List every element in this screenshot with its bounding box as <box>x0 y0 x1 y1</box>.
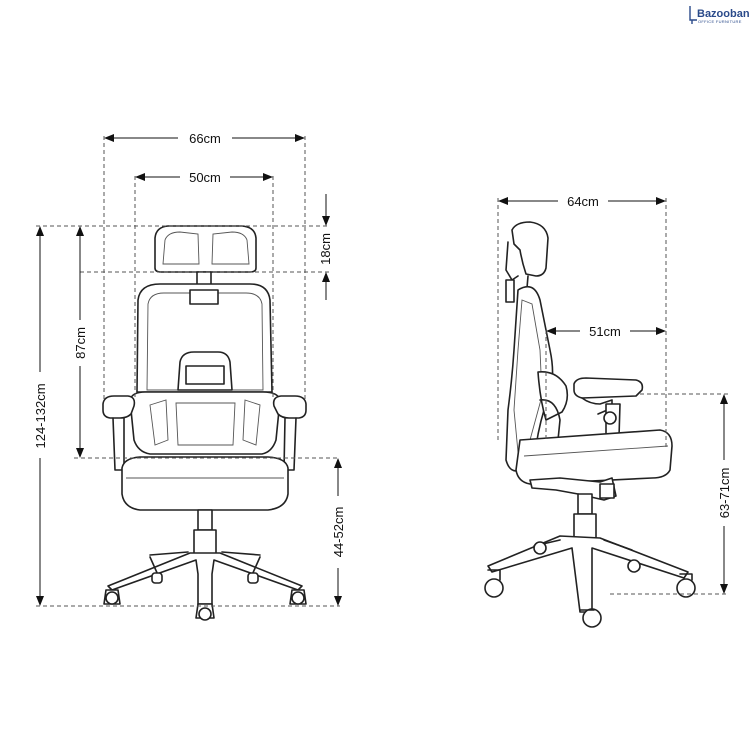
seat-width-label: 50cm <box>189 170 221 185</box>
dim-overall-width: 66cm <box>104 128 305 146</box>
front-backrest <box>136 283 273 393</box>
side-lumbar <box>537 370 569 421</box>
front-backrest-clip <box>189 289 219 305</box>
dim-total-height: 124-132cm <box>31 226 49 606</box>
side-caster-left <box>484 569 504 598</box>
front-seat <box>121 456 289 511</box>
front-caster-center <box>195 603 215 621</box>
side-gas-lift-upper <box>577 493 593 515</box>
side-backrest <box>505 285 554 472</box>
front-caster-back-right <box>247 572 259 584</box>
front-armrest-left <box>102 395 136 419</box>
side-caster-back-left <box>533 541 547 555</box>
side-headrest-post <box>505 279 515 303</box>
headrest-adjust-label: 18cm <box>318 233 333 265</box>
front-base <box>107 552 303 605</box>
front-caster-right <box>289 589 307 605</box>
side-armrest <box>573 377 644 399</box>
overall-depth-label: 64cm <box>567 194 599 209</box>
front-chair-drawing <box>102 225 307 621</box>
dim-headrest-adjust: 18cm <box>318 194 333 300</box>
side-base <box>487 535 689 613</box>
brand-logo: Bazooband OFFICE FURNITURE <box>689 6 750 24</box>
armrest-height-label: 63-71cm <box>717 468 732 519</box>
front-headrest <box>154 225 257 273</box>
side-caster-back-right <box>627 559 641 573</box>
side-headrest <box>511 221 549 277</box>
front-guide-lines <box>36 136 340 607</box>
brand-chair-icon <box>689 6 697 24</box>
front-caster-back-left <box>151 572 163 584</box>
side-tension-knob <box>599 483 615 499</box>
front-gas-lift-upper <box>197 509 213 531</box>
side-caster-center <box>579 608 602 628</box>
side-seat <box>515 429 673 485</box>
dim-seat-depth: 51cm <box>546 322 666 340</box>
side-guide-lines <box>497 198 728 595</box>
overall-width-label: 66cm <box>189 131 221 146</box>
front-armrest-right <box>272 395 307 419</box>
dim-seat-height: 44-52cm <box>329 458 347 606</box>
total-height-label: 124-132cm <box>33 383 48 448</box>
side-caster-right <box>676 573 696 598</box>
dim-backrest-height: 87cm <box>71 226 89 458</box>
dim-armrest-height: 63-71cm <box>715 394 733 594</box>
dim-seat-width: 50cm <box>135 168 273 186</box>
front-caster-left <box>103 589 121 605</box>
brand-tagline: OFFICE FURNITURE <box>698 19 742 24</box>
brand-name: Bazooband <box>697 8 750 20</box>
front-lumbar <box>177 351 233 391</box>
dim-overall-depth: 64cm <box>498 192 666 210</box>
seat-depth-label: 51cm <box>589 324 621 339</box>
seat-height-label: 44-52cm <box>331 507 346 558</box>
side-chair-drawing <box>484 221 696 628</box>
backrest-height-label: 87cm <box>73 327 88 359</box>
